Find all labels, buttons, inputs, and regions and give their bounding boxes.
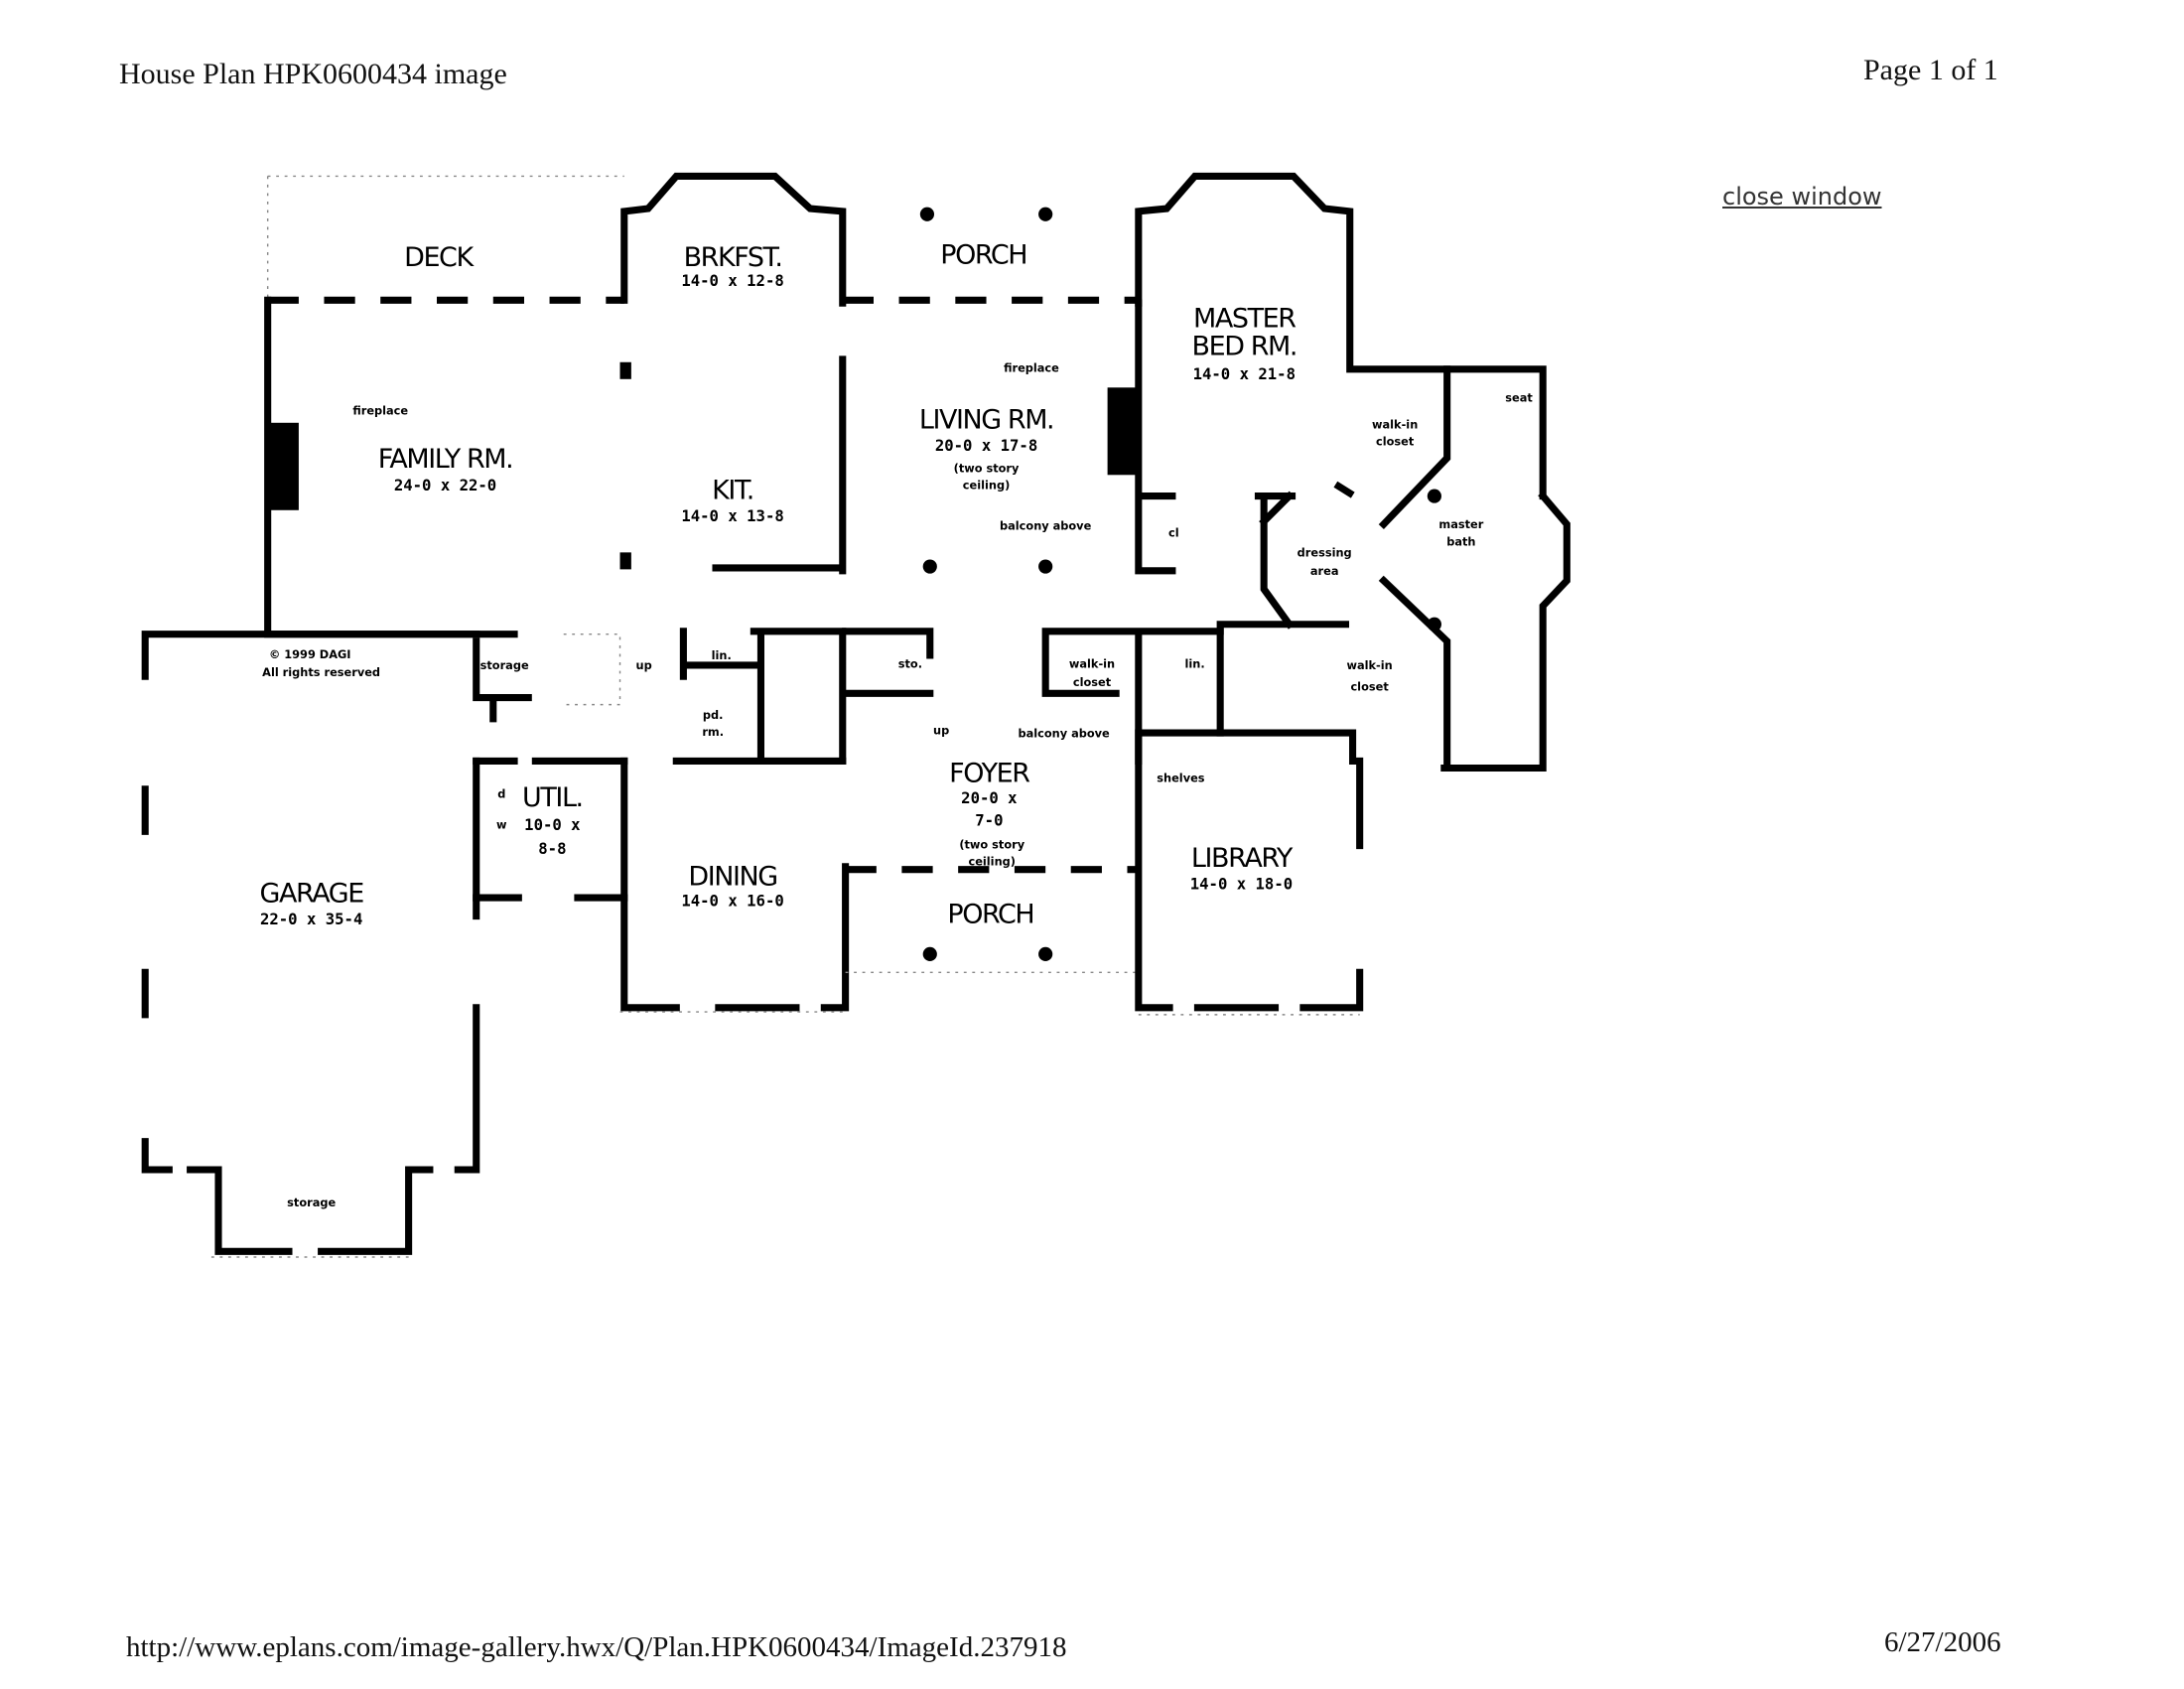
label-bath-b: bath [1446, 534, 1475, 548]
dims-dining: 14-0 x 16-0 [681, 893, 783, 911]
label-walkin3-b: closet [1350, 679, 1389, 693]
dims-kit: 14-0 x 13-8 [681, 507, 783, 525]
dims-util-1: 10-0 x [524, 816, 580, 834]
label-kit: KIT. [712, 475, 753, 505]
copyright-1: © 1999 DAGI [269, 647, 351, 661]
label-garage-storage: storage [287, 1196, 336, 1209]
page-header-title: House Plan HPK0600434 image [119, 58, 507, 90]
note-living-1: (two story [954, 461, 1020, 475]
note-living-2: ceiling) [963, 478, 1010, 492]
page-number: Page 1 of 1 [1863, 54, 1998, 86]
label-lin-1: lin. [712, 648, 732, 662]
label-up-2: up [933, 723, 949, 737]
dims-master: 14-0 x 21-8 [1193, 365, 1296, 383]
label-brkfst: BRKFST. [684, 242, 782, 273]
label-lin-2: lin. [1185, 657, 1205, 671]
label-garage: GARAGE [260, 878, 364, 909]
note-foyer-1: (two story [959, 837, 1024, 851]
label-seat: seat [1505, 390, 1533, 404]
label-balcony-foyer: balcony above [1018, 726, 1110, 740]
label-walkin2-b: closet [1073, 675, 1112, 689]
label-dressing-b: area [1310, 564, 1339, 578]
label-library: LIBRARY [1191, 843, 1294, 874]
dims-foyer-2: 7-0 [975, 812, 1003, 830]
label-fireplace-family: fireplace [352, 403, 408, 417]
dims-util-2: 8-8 [538, 840, 566, 858]
label-family: FAMILY RM. [378, 444, 513, 475]
label-cl: cl [1168, 526, 1179, 540]
label-sto: sto. [898, 657, 922, 671]
label-pd-a: pd. [703, 708, 724, 722]
dims-family: 24-0 x 22-0 [394, 477, 496, 494]
plan-walls [141, 172, 1570, 1258]
note-foyer-2: ceiling) [968, 854, 1015, 868]
label-master-2: BED RM. [1192, 332, 1297, 362]
label-deck: DECK [404, 242, 475, 273]
label-walkin3-a: walk-in [1346, 658, 1392, 672]
label-porch-rear: PORCH [940, 239, 1026, 270]
label-shelves: shelves [1157, 772, 1204, 785]
fireplace-living [1107, 387, 1136, 476]
label-living: LIVING RM. [919, 404, 1053, 435]
label-storage-hall: storage [480, 658, 529, 672]
dims-living: 20-0 x 17-8 [935, 437, 1037, 455]
label-dressing-a: dressing [1297, 546, 1352, 560]
footer-url: http://www.eplans.com/image-gallery.hwx/… [126, 1631, 1067, 1663]
dims-library: 14-0 x 18-0 [1190, 876, 1293, 894]
label-up-1: up [636, 658, 652, 672]
label-dryer: d [497, 786, 505, 800]
label-foyer: FOYER [949, 759, 1029, 789]
label-walkin1-a: walk-in [1372, 417, 1418, 431]
label-master-1: MASTER [1193, 303, 1296, 334]
fireplace-family [267, 422, 299, 510]
label-walkin1-b: closet [1376, 434, 1415, 448]
copyright-2: All rights reserved [262, 665, 380, 679]
label-walkin2-a: walk-in [1069, 657, 1115, 671]
dims-foyer-1: 20-0 x [961, 789, 1017, 807]
room-labels: DECK BRKFST. 14-0 x 12-8 PORCH MASTER BE… [260, 239, 1534, 1208]
label-pd-b: rm. [702, 725, 724, 739]
label-dining: DINING [688, 861, 776, 892]
label-balcony-living: balcony above [1000, 519, 1092, 533]
label-bath-a: master [1438, 517, 1483, 531]
label-porch-front: PORCH [947, 900, 1033, 930]
label-washer: w [496, 818, 507, 832]
label-fireplace-living: fireplace [1004, 361, 1059, 375]
dims-garage: 22-0 x 35-4 [260, 911, 362, 928]
dims-brkfst: 14-0 x 12-8 [681, 272, 783, 290]
label-util: UTIL. [522, 782, 583, 813]
close-window-link[interactable]: close window [1722, 183, 1882, 211]
footer-date: 6/27/2006 [1884, 1626, 2001, 1658]
